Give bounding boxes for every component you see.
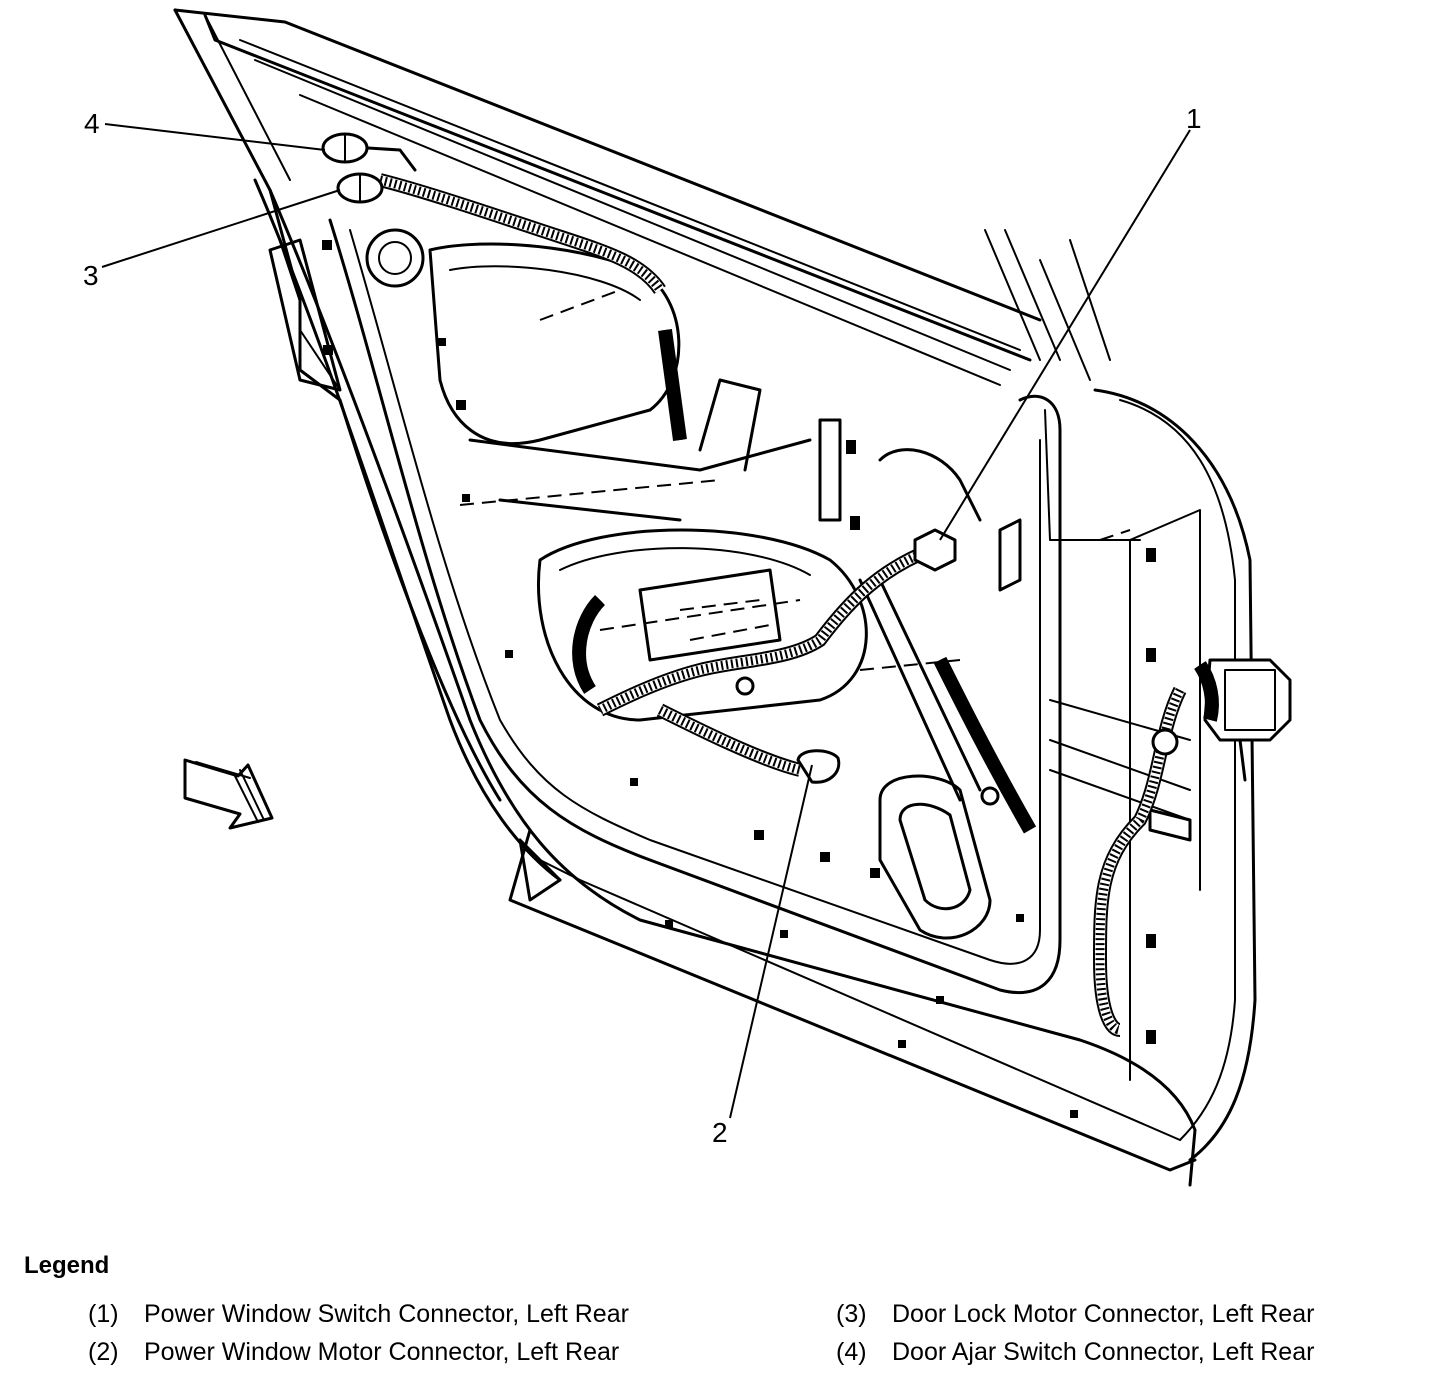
legend-item-text: Door Ajar Switch Connector, Left Rear <box>892 1338 1315 1366</box>
legend-item-3: (3) Door Lock Motor Connector, Left Rear <box>836 1300 1314 1329</box>
callout-1: 1 <box>1186 103 1202 134</box>
legend-item-number: (3) <box>836 1300 867 1328</box>
inner-panel-features <box>322 228 1292 1118</box>
legend-item-4: (4) Door Ajar Switch Connector, Left Rea… <box>836 1338 1314 1367</box>
legend-grid: (1) Power Window Switch Connector, Left … <box>24 1300 1434 1380</box>
legend-item-1: (1) Power Window Switch Connector, Left … <box>88 1300 629 1329</box>
callout-4: 4 <box>84 108 100 139</box>
legend-item-text: Door Lock Motor Connector, Left Rear <box>892 1300 1315 1328</box>
legend-item-text: Power Window Motor Connector, Left Rear <box>144 1338 620 1366</box>
door-wiring-diagram: 4 3 1 2 <box>83 8 1292 1187</box>
callout-3: 3 <box>83 260 99 291</box>
connector-1-window-switch <box>913 528 957 572</box>
legend-item-number: (4) <box>836 1338 867 1366</box>
callout-2: 2 <box>712 1117 728 1148</box>
connectors <box>321 132 1179 806</box>
door-frame <box>173 8 1257 1187</box>
legend-item-text: Power Window Switch Connector, Left Rear <box>144 1300 629 1328</box>
wiring-harness <box>378 173 1219 1037</box>
legend-item-number: (2) <box>88 1338 119 1366</box>
front-direction-arrow-icon <box>183 758 274 830</box>
legend-title: Legend <box>24 1252 110 1279</box>
legend: Legend (1) Power Window Switch Connector… <box>24 1252 1434 1380</box>
legend-item-2: (2) Power Window Motor Connector, Left R… <box>88 1338 619 1367</box>
connector-2-window-motor <box>796 749 841 784</box>
callout-leaders <box>101 123 1191 1119</box>
legend-item-number: (1) <box>88 1300 119 1328</box>
